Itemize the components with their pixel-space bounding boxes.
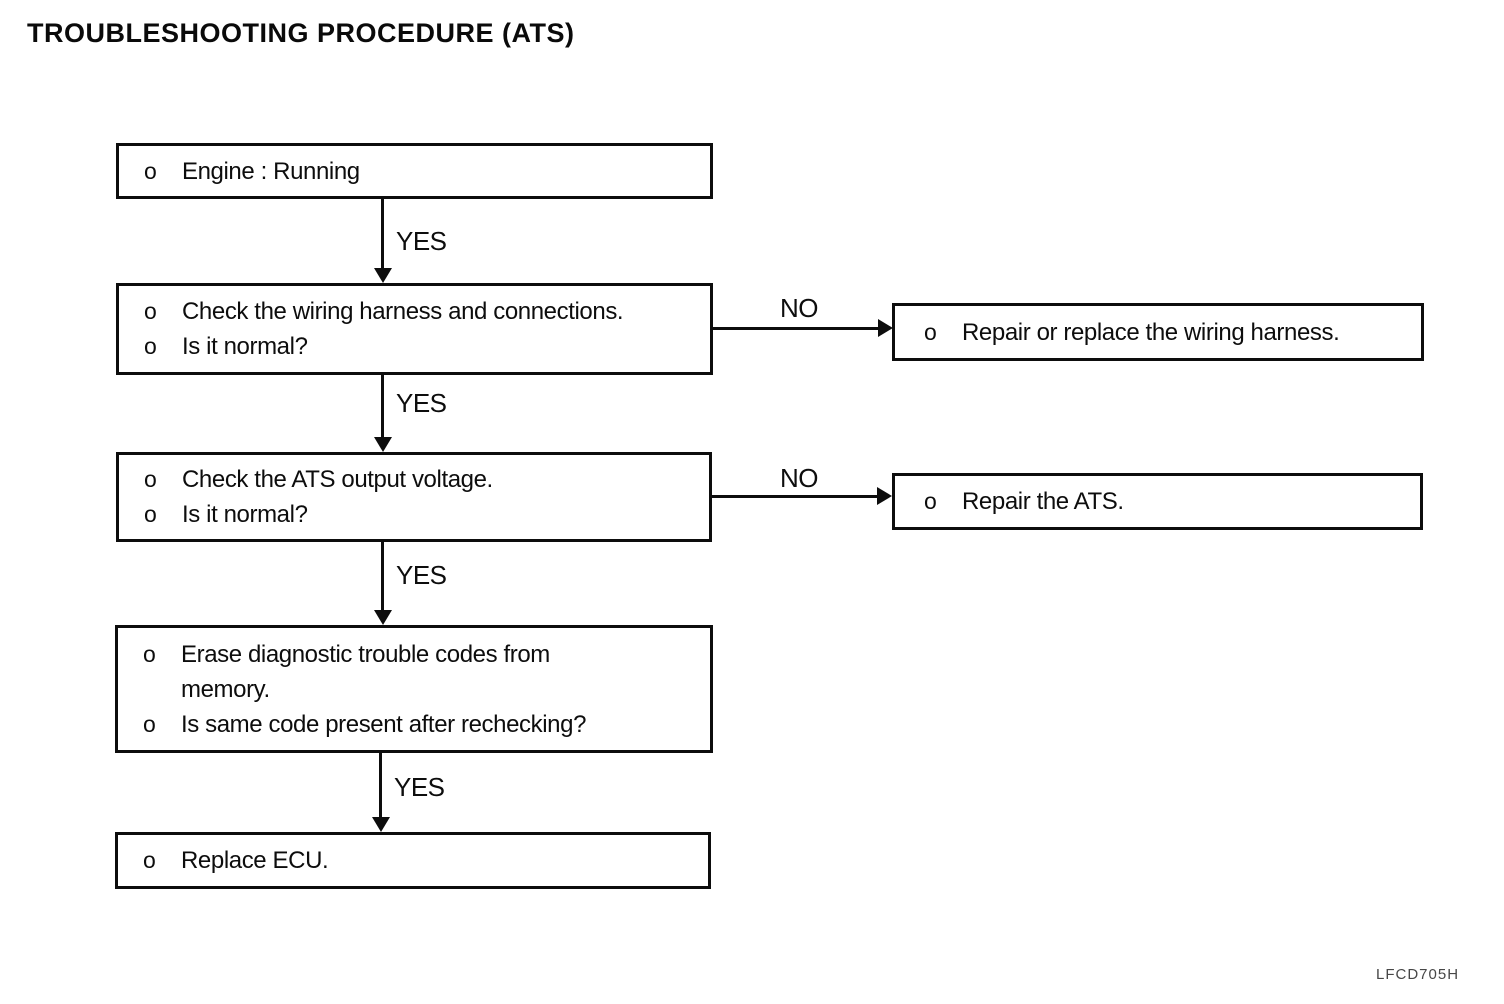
- node-text: Is it normal?: [182, 501, 308, 528]
- page-title: TROUBLESHOOTING PROCEDURE (ATS): [27, 18, 575, 48]
- bullet-marker: o: [143, 640, 156, 667]
- yes-label: YES: [396, 388, 447, 418]
- node-text: Check the ATS output voltage.: [182, 466, 493, 493]
- node-text: Repair or replace the wiring harness.: [962, 318, 1340, 346]
- node-engine-running: o Engine : Running: [116, 143, 713, 199]
- flow-arrow-line: [381, 198, 384, 270]
- yes-label: YES: [396, 560, 447, 590]
- flow-arrow-line: [381, 375, 384, 438]
- bullet-marker: o: [144, 298, 157, 324]
- node-repair-or-replace-wiring-harness: o Repair or replace the wiring harness.: [892, 303, 1424, 361]
- node-text-line: memory.: [181, 675, 270, 703]
- node-replace-ecu: o Replace ECU.: [115, 832, 711, 889]
- flow-arrow-line: [379, 753, 382, 818]
- bullet-marker: o: [924, 488, 937, 514]
- node-erase-diagnostic-codes: o Erase diagnostic trouble codes from mem…: [115, 625, 713, 753]
- node-item: o Replace ECU.: [143, 843, 694, 878]
- node-text: Replace ECU.: [181, 847, 329, 874]
- bullet-marker: o: [144, 466, 157, 492]
- figure-code: LFCD705H: [1376, 966, 1460, 983]
- node-text: Is same code present after rechecking?: [181, 710, 587, 738]
- node-repair-ats: o Repair the ATS.: [892, 473, 1423, 530]
- node-text: Erase diagnostic trouble codes from memor…: [181, 637, 550, 707]
- bullet-marker: o: [143, 847, 156, 873]
- node-item: o Erase diagnostic trouble codes from mem…: [143, 637, 696, 707]
- bullet-marker: o: [144, 501, 157, 527]
- bullet-marker: o: [144, 333, 157, 359]
- bullet-marker: o: [143, 710, 156, 737]
- arrow-right-icon: [877, 487, 892, 505]
- arrow-down-icon: [372, 817, 390, 832]
- node-text: Engine : Running: [182, 157, 360, 185]
- node-item: o Repair the ATS.: [924, 484, 1406, 519]
- bullet-marker: o: [924, 318, 937, 345]
- yes-label: YES: [396, 226, 447, 256]
- node-text: Check the wiring harness and connections…: [182, 298, 624, 325]
- yes-label: YES: [394, 772, 445, 802]
- node-item: o Is it normal?: [144, 497, 695, 532]
- flow-arrow-line: [381, 542, 384, 611]
- no-label: NO: [780, 293, 819, 323]
- node-item: o Check the ATS output voltage.: [144, 462, 695, 497]
- bullet-marker: o: [144, 157, 157, 184]
- node-check-wiring-harness: o Check the wiring harness and connectio…: [116, 283, 713, 375]
- node-item: o Is same code present after rechecking?: [143, 707, 696, 742]
- node-text: Repair the ATS.: [962, 488, 1124, 515]
- arrow-right-icon: [878, 319, 893, 337]
- flow-arrow-line: [713, 327, 880, 330]
- node-item: o Is it normal?: [144, 329, 696, 364]
- node-text-line: Erase diagnostic trouble codes from: [181, 640, 550, 668]
- no-label: NO: [780, 463, 819, 493]
- node-item: o Check the wiring harness and connectio…: [144, 294, 696, 329]
- node-item: o Engine : Running: [144, 154, 696, 189]
- node-check-ats-output-voltage: o Check the ATS output voltage. o Is it …: [116, 452, 712, 542]
- arrow-down-icon: [374, 437, 392, 452]
- node-item: o Repair or replace the wiring harness.: [924, 315, 1407, 350]
- flow-arrow-line: [712, 495, 879, 498]
- arrow-down-icon: [374, 268, 392, 283]
- node-text: Is it normal?: [182, 333, 308, 360]
- arrow-down-icon: [374, 610, 392, 625]
